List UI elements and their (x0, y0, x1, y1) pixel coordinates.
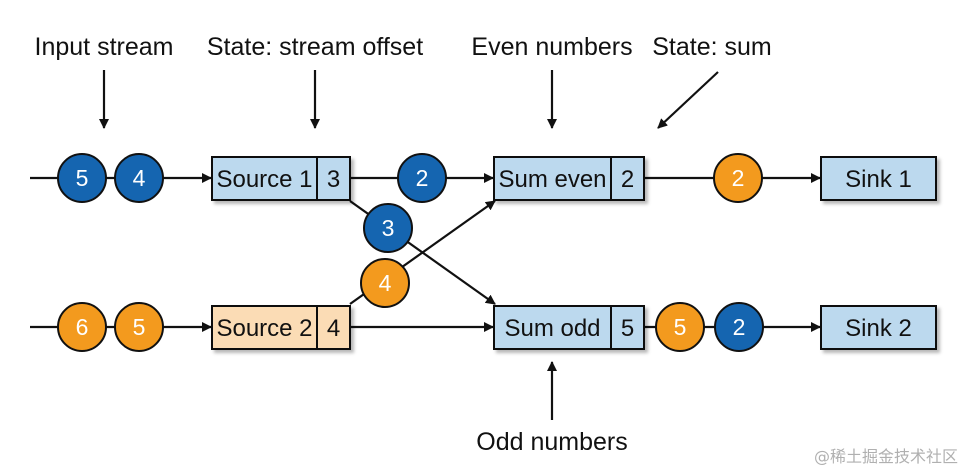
sum-odd-state: 5 (621, 315, 634, 342)
event-circle-source1-to-odd: 3 (363, 203, 413, 253)
svg-text:5: 5 (76, 165, 89, 191)
svg-text:5: 5 (674, 314, 687, 340)
svg-text:2: 2 (732, 165, 745, 191)
sum-odd-label: Sum odd (504, 315, 600, 342)
svg-text:2: 2 (733, 314, 746, 340)
svg-text:2: 2 (416, 165, 429, 191)
label-state-sum: State: sum (652, 33, 772, 61)
svg-text:4: 4 (379, 270, 392, 296)
svg-text:6: 6 (76, 314, 89, 340)
label-input-stream: Input stream (35, 33, 174, 61)
sum-odd-box (493, 305, 645, 350)
event-circle-source2-to-even: 4 (360, 258, 410, 308)
label-odd-numbers: Odd numbers (476, 428, 627, 456)
event-circle-even-to-sink1: 2 (713, 153, 763, 203)
source2-label: Source 2 (216, 315, 312, 342)
label-even-numbers: Even numbers (471, 33, 632, 61)
source1-box (211, 156, 351, 201)
pointer-arrow-state-sum (657, 71, 719, 129)
source1-label: Source 1 (216, 166, 312, 193)
source2-state: 4 (327, 315, 340, 342)
event-circle-odd-out-b: 2 (714, 302, 764, 352)
event-circle-input2-b: 5 (114, 302, 164, 352)
sink1-box (820, 156, 937, 201)
event-circle-input1-b: 4 (114, 153, 164, 203)
sum-even-label: Sum even (498, 166, 606, 193)
sum-even-state: 2 (621, 166, 634, 193)
sink1-label: Sink 1 (845, 166, 912, 193)
source1-state: 3 (327, 166, 340, 193)
sum-even-box (493, 156, 645, 201)
watermark: @稀土掘金技术社区 (814, 447, 958, 466)
source2-box (211, 305, 351, 350)
event-circle-input1-a: 5 (57, 153, 107, 203)
sink2-label: Sink 2 (845, 315, 912, 342)
event-circle-input2-a: 6 (57, 302, 107, 352)
event-circle-odd-out-a: 5 (655, 302, 705, 352)
svg-text:4: 4 (133, 165, 146, 191)
sink2-box (820, 305, 937, 350)
label-state-stream-offset: State: stream offset (207, 33, 423, 61)
svg-text:5: 5 (133, 314, 146, 340)
svg-text:3: 3 (382, 215, 395, 241)
event-circle-source1-to-even: 2 (397, 153, 447, 203)
